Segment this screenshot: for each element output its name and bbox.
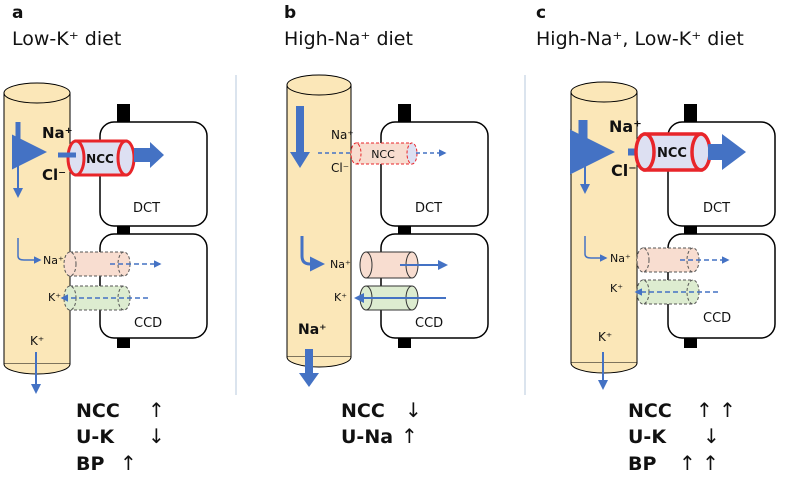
summary-ncc-arrow: ↑ ↑ (696, 398, 736, 422)
summary-uk-arrow: ↓ (148, 424, 165, 448)
summary-ncc: NCC (76, 400, 120, 422)
tubule-top (286, 74, 352, 96)
na-uptake-arrow (12, 122, 47, 170)
panel-b: b High-Na⁺ diet Na⁺ Cl⁻ NCC DCT Na⁺ K⁺ (284, 3, 489, 448)
bottom-ion-label: K⁺ (598, 330, 612, 344)
ccd-k-label: K⁺ (48, 291, 61, 304)
summary-uk: U-K (76, 426, 115, 448)
enac-channel (69, 251, 125, 277)
cl-label: Cl⁻ (42, 166, 66, 184)
dct-label: DCT (133, 201, 160, 216)
summary-uk-arrow: ↓ (703, 424, 720, 448)
excretion-arrow (299, 349, 319, 387)
ccd-na-arrow (17, 238, 42, 264)
dct-label: DCT (703, 201, 730, 216)
panel-title: Low-K⁺ diet (12, 28, 121, 50)
panel-letter: a (12, 3, 23, 23)
ccd-na-label: Na⁺ (610, 252, 631, 265)
bottom-ion-label: K⁺ (30, 334, 44, 348)
ncc-flow-arrow (708, 134, 746, 170)
summary-bp-arrow: ↑ (120, 451, 137, 475)
summary-ncc: NCC (628, 400, 672, 422)
na-label: Na⁺ (331, 128, 354, 142)
na-uptake-arrow (570, 120, 615, 175)
summary-bp: BP (628, 453, 656, 475)
summary-bp-arrow: ↑ ↑ (679, 451, 719, 475)
ncc-label: NCC (371, 148, 395, 161)
ncc-label: NCC (657, 146, 687, 161)
summary-uk: U-K (628, 426, 667, 448)
ccd-na-label: Na⁺ (330, 258, 351, 271)
cl-label: Cl⁻ (331, 161, 349, 175)
tubule-top (3, 82, 71, 104)
tubule-top (570, 81, 638, 103)
panel-title: High-Na⁺ diet (284, 28, 413, 50)
panel-letter: c (536, 3, 546, 23)
enac-channel (642, 247, 694, 273)
na-label: Na⁺ (609, 117, 642, 136)
summary-una: U-Na (341, 426, 393, 448)
ccd-label: CCD (134, 316, 162, 331)
bottom-ion-label: Na⁺ (298, 322, 327, 338)
cl-label: Cl⁻ (611, 161, 637, 180)
ccd-k-label: K⁺ (334, 291, 347, 304)
ccd-na-arrow (584, 236, 608, 262)
summary-una-arrow: ↑ (401, 424, 418, 448)
ccd-label: CCD (415, 316, 443, 331)
ccd-na-label: Na⁺ (43, 254, 64, 267)
ccd-label: CCD (703, 311, 731, 326)
ccd-na-arrow (300, 236, 325, 272)
summary-bp: BP (76, 453, 104, 475)
summary-ncc: NCC (341, 400, 385, 422)
panel-c: c High-Na⁺, Low-K⁺ diet Na⁺ Cl⁻ NCC DCT … (536, 3, 776, 475)
panel-a: a Low-K⁺ diet Na⁺ Cl⁻ NCC DCT Na⁺ K (3, 3, 208, 475)
na-flow-arrow (290, 106, 310, 168)
panel-title: High-Na⁺, Low-K⁺ diet (536, 28, 744, 50)
summary-ncc-arrow: ↓ (405, 398, 422, 422)
na-label: Na⁺ (42, 124, 73, 142)
dct-label: DCT (415, 201, 442, 216)
ncc-label: NCC (86, 152, 114, 166)
ncc-flow-arrow (134, 142, 164, 168)
panel-letter: b (284, 3, 296, 23)
summary-ncc-arrow: ↑ (148, 398, 165, 422)
ccd-k-label: K⁺ (610, 282, 623, 295)
